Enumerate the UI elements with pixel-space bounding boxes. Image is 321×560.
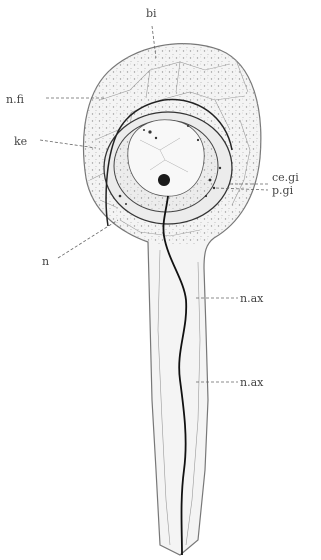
label-n-fi: n.fi <box>6 93 25 106</box>
label-n-ax-2: n.ax <box>240 376 264 389</box>
label-n: n <box>42 255 49 268</box>
label-n-ax-1: n.ax <box>240 292 264 305</box>
label-bi: bi <box>146 7 157 20</box>
nucleolus <box>158 174 170 186</box>
leader-n <box>58 220 118 258</box>
label-ke: ke <box>14 135 27 148</box>
label-p-gi: p.gi <box>272 184 294 197</box>
label-ce-gi: ce.gi <box>272 171 299 184</box>
